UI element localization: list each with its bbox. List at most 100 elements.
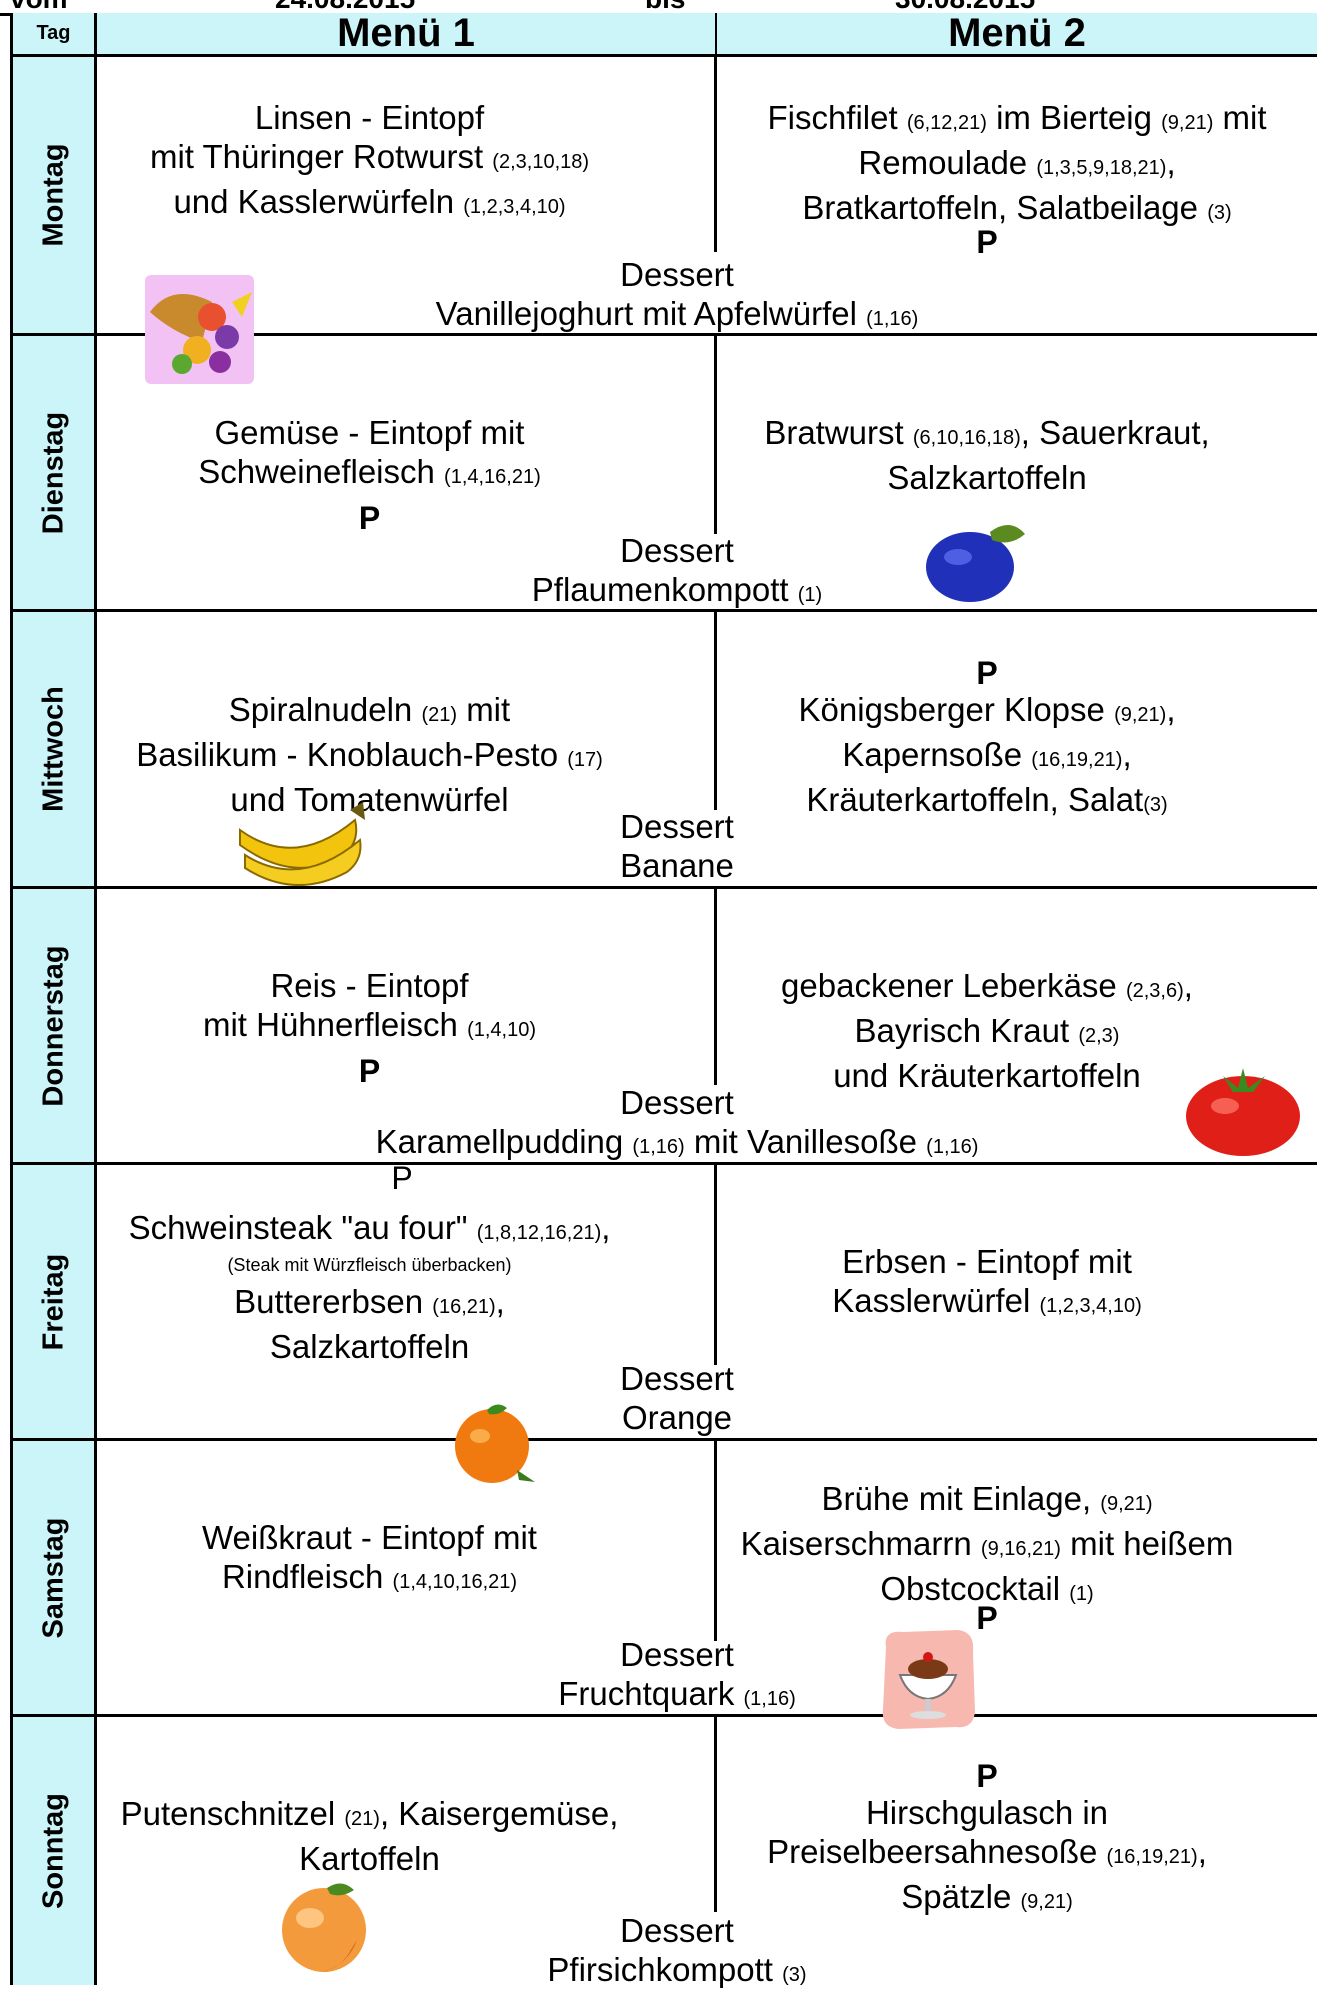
day-cell-montag: Montag — [10, 57, 97, 336]
dessert-name: Karamellpudding — [375, 1123, 624, 1160]
dish-line: Basilikum - Knoblauch-Pesto — [136, 736, 559, 773]
day-label: Sonntag — [37, 1793, 69, 1909]
menu1-mittwoch: Spiralnudeln (21) mit Basilikum - Knobla… — [97, 690, 642, 819]
dish-line: Fischfilet — [767, 99, 898, 136]
dessert-mittwoch: Dessert Banane — [97, 807, 1257, 885]
dessert-montag: Dessert Vanillejoghurt mit Apfelwürfel (… — [97, 255, 1257, 339]
dish-line: , — [495, 1283, 505, 1320]
day-label: Mittwoch — [37, 686, 69, 812]
day-cell-samstag: Samstag — [10, 1441, 97, 1717]
dish-line: Bratkartoffeln, Salatbeilage — [802, 189, 1199, 226]
dessert-name: Pfirsichkompott — [547, 1951, 773, 1988]
dessert-label: Dessert — [620, 1360, 734, 1397]
allergen-codes: (2,3) — [1078, 1025, 1120, 1047]
allergen-codes: (21) — [421, 704, 458, 726]
dish-line: Rindfleisch — [221, 1558, 384, 1595]
dish-line: , Sauerkraut, — [1020, 414, 1210, 451]
allergen-codes: (1) — [1069, 1583, 1094, 1605]
allergen-codes: (1,16) — [926, 1136, 979, 1158]
banana-icon — [239, 802, 365, 887]
allergen-codes: (1,2,3,4,10) — [1039, 1295, 1142, 1317]
dessert-name: Banane — [620, 847, 734, 884]
allergen-codes: (2,3,10,18) — [492, 151, 590, 173]
dish-line: , — [601, 1209, 611, 1246]
allergen-codes: (1) — [797, 584, 823, 606]
menu1-samstag: Weißkraut - Eintopf mit Rindfleisch (1,4… — [97, 1518, 642, 1602]
dish-line: , — [1197, 1833, 1207, 1870]
column-divider — [714, 1441, 717, 1641]
column-divider — [714, 57, 717, 252]
dish-line: Reis - Eintopf — [270, 967, 469, 1004]
dessert-freitag: Dessert Orange — [97, 1359, 1257, 1437]
row-divider — [97, 1438, 1317, 1441]
dish-line: mit heißem — [1070, 1525, 1234, 1562]
column-divider — [714, 1717, 717, 1912]
dish-line: , — [1183, 967, 1193, 1004]
dish-line: Salzkartoffeln — [269, 1328, 470, 1365]
dessert-dienstag: Dessert Pflaumenkompott (1) — [97, 531, 1257, 615]
day-cell-sonntag: Sonntag — [10, 1717, 97, 1985]
dessert-label: Dessert — [620, 1912, 734, 1949]
day-label: Freitag — [37, 1253, 69, 1350]
dish-line: Hirschgulasch in — [865, 1794, 1109, 1831]
dessert-name: Orange — [621, 1399, 733, 1436]
date-bis-label: bis — [645, 0, 685, 13]
dish-line: Gemüse - Eintopf mit — [214, 414, 525, 451]
allergen-codes: (9,16,21) — [980, 1538, 1061, 1560]
allergen-codes: (6,12,21) — [906, 112, 987, 134]
p-mark: P — [976, 224, 998, 260]
dish-line: , — [1122, 736, 1132, 773]
dessert-label: Dessert — [620, 532, 734, 569]
column-divider — [714, 612, 717, 810]
dish-line: Obstcocktail — [880, 1570, 1061, 1607]
date-from-label: vom — [10, 0, 68, 13]
dish-line: mit Hühnerfleisch — [202, 1006, 458, 1043]
dish-line: Schweinsteak "au four" — [128, 1209, 468, 1246]
dish-line: Preiselbeersahnesoße — [767, 1833, 1098, 1870]
plum-icon — [926, 524, 1025, 602]
allergen-codes: (3) — [782, 1964, 807, 1986]
dessert-label: Dessert — [620, 1636, 734, 1673]
menu2-montag: Fischfilet (6,12,21) im Bierteig (9,21) … — [717, 98, 1317, 233]
allergen-codes: (6,10,16,18) — [912, 427, 1021, 449]
dish-line: Putenschnitzel — [120, 1795, 336, 1832]
day-cell-mittwoch: Mittwoch — [10, 612, 97, 889]
dessert-name: Vanillejoghurt mit Apfelwürfel — [435, 295, 857, 332]
day-label: Samstag — [37, 1517, 69, 1638]
menu1-donnerstag: Reis - Eintopf mit Hühnerfleisch (1,4,10… — [97, 966, 642, 1050]
dish-line: Salzkartoffeln — [887, 459, 1087, 496]
allergen-codes: (1,3,5,9,18,21) — [1036, 157, 1167, 179]
allergen-codes: (1,2,3,4,10) — [463, 196, 566, 218]
header-menu1: Menü 1 — [97, 11, 717, 57]
allergen-codes: (3) — [1207, 202, 1232, 224]
day-cell-dienstag: Dienstag — [10, 336, 97, 612]
dish-line: Erbsen - Eintopf mit — [842, 1243, 1132, 1280]
allergen-codes: (16,19,21) — [1031, 749, 1123, 771]
p-mark: P — [976, 1600, 998, 1636]
menu1-sonntag: Putenschnitzel (21), Kaisergemüse, Karto… — [97, 1794, 642, 1878]
menu2-dienstag: Bratwurst (6,10,16,18), Sauerkraut, Salz… — [717, 413, 1257, 497]
menu2-freitag: Erbsen - Eintopf mit Kasslerwürfel (1,2,… — [717, 1242, 1257, 1326]
dish-line: Kräuterkartoffeln, Salat — [806, 781, 1144, 818]
dessert-donnerstag: Dessert Karamellpudding (1,16) mit Vanil… — [97, 1083, 1257, 1167]
dish-line: Kapernsoße — [842, 736, 1023, 773]
menu1-freitag-b: Buttererbsen (16,21), Salzkartoffeln — [97, 1282, 642, 1366]
allergen-codes: (3) — [1143, 794, 1168, 816]
dish-line: Buttererbsen — [234, 1283, 424, 1320]
row-divider — [97, 609, 1317, 612]
date-from: 24.08.2015 — [275, 0, 415, 13]
p-mark: P — [976, 655, 998, 691]
dessert-label: Dessert — [620, 1084, 734, 1121]
day-label: Montag — [37, 143, 69, 247]
dish-note: (Steak mit Würzfleisch überbacken) — [227, 1255, 512, 1275]
dish-line: mit — [1222, 99, 1267, 136]
dessert-label: Dessert — [620, 256, 734, 293]
dish-line: Kartoffeln — [299, 1840, 440, 1877]
peach-icon — [282, 1883, 366, 1972]
row-divider — [97, 1714, 1317, 1717]
allergen-codes: (17) — [567, 749, 603, 771]
allergen-codes: (9,21) — [1100, 1493, 1153, 1515]
dish-line: Remoulade — [858, 144, 1028, 181]
row-divider — [97, 886, 1317, 889]
allergen-codes: (1,4,10) — [467, 1019, 537, 1041]
